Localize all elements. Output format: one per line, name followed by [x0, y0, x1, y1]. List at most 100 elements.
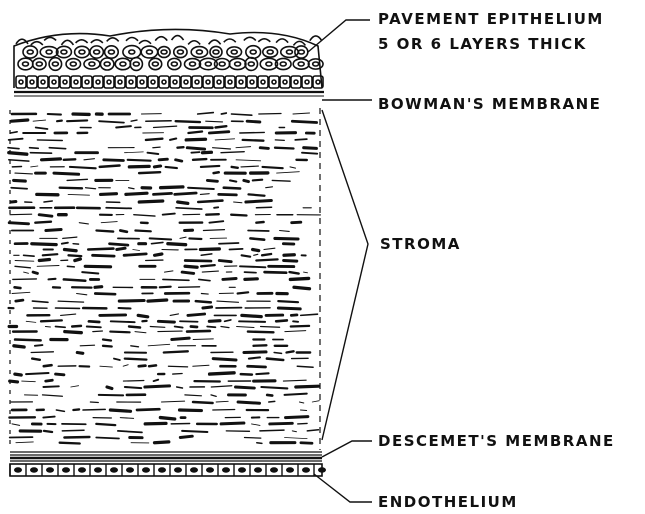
epithelial-cell — [16, 76, 26, 88]
stroma-fiber — [37, 140, 62, 141]
stroma-fiber — [246, 201, 271, 203]
squamous-cell — [209, 40, 221, 44]
cell-nucleus — [228, 80, 232, 84]
stroma-fiber — [60, 188, 82, 189]
stroma-fiber — [243, 140, 264, 141]
epithelial-cell — [82, 76, 92, 88]
stroma-fiber — [201, 294, 208, 295]
epithelial-cell — [27, 76, 37, 88]
stroma-fiber — [261, 387, 287, 388]
epithelial-cell — [130, 58, 142, 71]
stroma-fiber — [225, 320, 231, 321]
stroma-fiber — [285, 331, 306, 332]
stroma-fiber — [301, 443, 312, 444]
stroma-fiber — [185, 395, 202, 396]
stroma-fiber — [10, 381, 18, 382]
cell-nucleus — [235, 62, 241, 66]
stroma-fiber — [270, 423, 293, 424]
cell-nucleus — [151, 80, 155, 84]
stroma-fiber — [290, 167, 296, 168]
stroma-fiber — [259, 114, 281, 115]
epithelial-cell — [159, 76, 169, 88]
stroma-fiber — [138, 315, 148, 316]
cell-nucleus — [173, 80, 177, 84]
cell-nucleus — [89, 62, 95, 66]
epithelial-cell — [149, 58, 162, 69]
stroma-fiber — [276, 320, 287, 321]
stroma-fiber — [298, 423, 307, 424]
stroma-fiber — [149, 365, 156, 366]
stroma-fiber — [37, 266, 59, 267]
cell-nucleus — [196, 50, 202, 54]
stroma-fiber — [77, 353, 83, 354]
stroma-fiber — [152, 242, 163, 243]
cell-nucleus — [70, 62, 76, 66]
stroma-fiber — [221, 327, 229, 328]
stroma-fiber — [36, 128, 48, 130]
stroma-fiber — [265, 272, 287, 273]
stroma-fiber — [14, 346, 24, 347]
stroma-fiber — [175, 327, 183, 328]
stroma-fiber — [206, 214, 219, 215]
epithelial-cell — [247, 76, 257, 88]
stroma-fiber — [238, 292, 249, 293]
stroma-fiber — [198, 201, 222, 202]
stroma-fiber — [249, 194, 265, 195]
stroma-fiber — [213, 359, 236, 360]
epithelial-cell — [75, 46, 90, 57]
bowmans-membrane-layer — [14, 92, 324, 96]
epithelial-cell — [90, 46, 103, 58]
stroma-fiber — [56, 410, 64, 411]
bowmans-membrane-label: BOWMAN'S MEMBRANE — [378, 94, 601, 114]
epithelial-cell — [158, 47, 170, 58]
stroma-fiber — [187, 148, 204, 149]
stroma-fiber — [302, 153, 317, 154]
stroma-fiber — [100, 366, 113, 367]
cell-nucleus — [213, 50, 219, 54]
leader-line-descemet — [322, 441, 372, 457]
stroma-fiber — [214, 172, 219, 173]
stroma-fiber — [125, 359, 147, 360]
stroma-fiber — [207, 327, 215, 328]
stroma-fiber — [201, 249, 220, 250]
stroma-fiber — [154, 193, 172, 194]
cell-nucleus — [267, 50, 273, 54]
epithelial-cell — [263, 47, 278, 57]
stroma-fiber — [26, 373, 48, 374]
stroma-fiber — [124, 254, 146, 255]
stroma-fiber — [284, 261, 297, 262]
squamous-cell — [126, 37, 138, 40]
epithelial-cell — [168, 58, 181, 69]
stroma-fiber — [189, 238, 201, 239]
squamous-cell — [31, 42, 43, 45]
epithelial-cell — [104, 76, 114, 88]
stroma-fiber — [67, 179, 87, 180]
stroma-fiber — [267, 359, 283, 360]
endothelial-nucleus — [159, 468, 166, 472]
stroma-fiber — [63, 237, 77, 238]
stroma-fiber — [242, 315, 261, 316]
stroma-fiber — [263, 167, 283, 168]
stroma-fiber — [32, 359, 40, 360]
epithelial-cell — [49, 58, 61, 71]
stroma-fiber — [294, 287, 310, 288]
stroma-fiber — [254, 345, 267, 346]
stroma-fiber — [33, 120, 46, 121]
epithelial-cell — [291, 76, 301, 88]
stroma-fiber — [278, 308, 300, 309]
stroma-fiber — [266, 187, 273, 188]
stroma-fiber — [293, 113, 310, 114]
endothelial-nucleus — [271, 468, 278, 472]
stroma-fiber — [64, 279, 86, 280]
stroma-fiber — [291, 315, 297, 316]
stroma-fiber — [191, 152, 199, 153]
stroma-fiber — [242, 255, 251, 256]
stroma-fiber — [247, 121, 260, 122]
stroma-fiber — [224, 188, 240, 189]
stroma-fiber — [16, 442, 33, 443]
squamous-cell — [258, 39, 270, 42]
stroma-fiber — [277, 172, 300, 173]
stroma-fiber — [173, 374, 182, 375]
stroma-fiber — [178, 202, 188, 203]
stroma-fiber — [22, 381, 36, 382]
